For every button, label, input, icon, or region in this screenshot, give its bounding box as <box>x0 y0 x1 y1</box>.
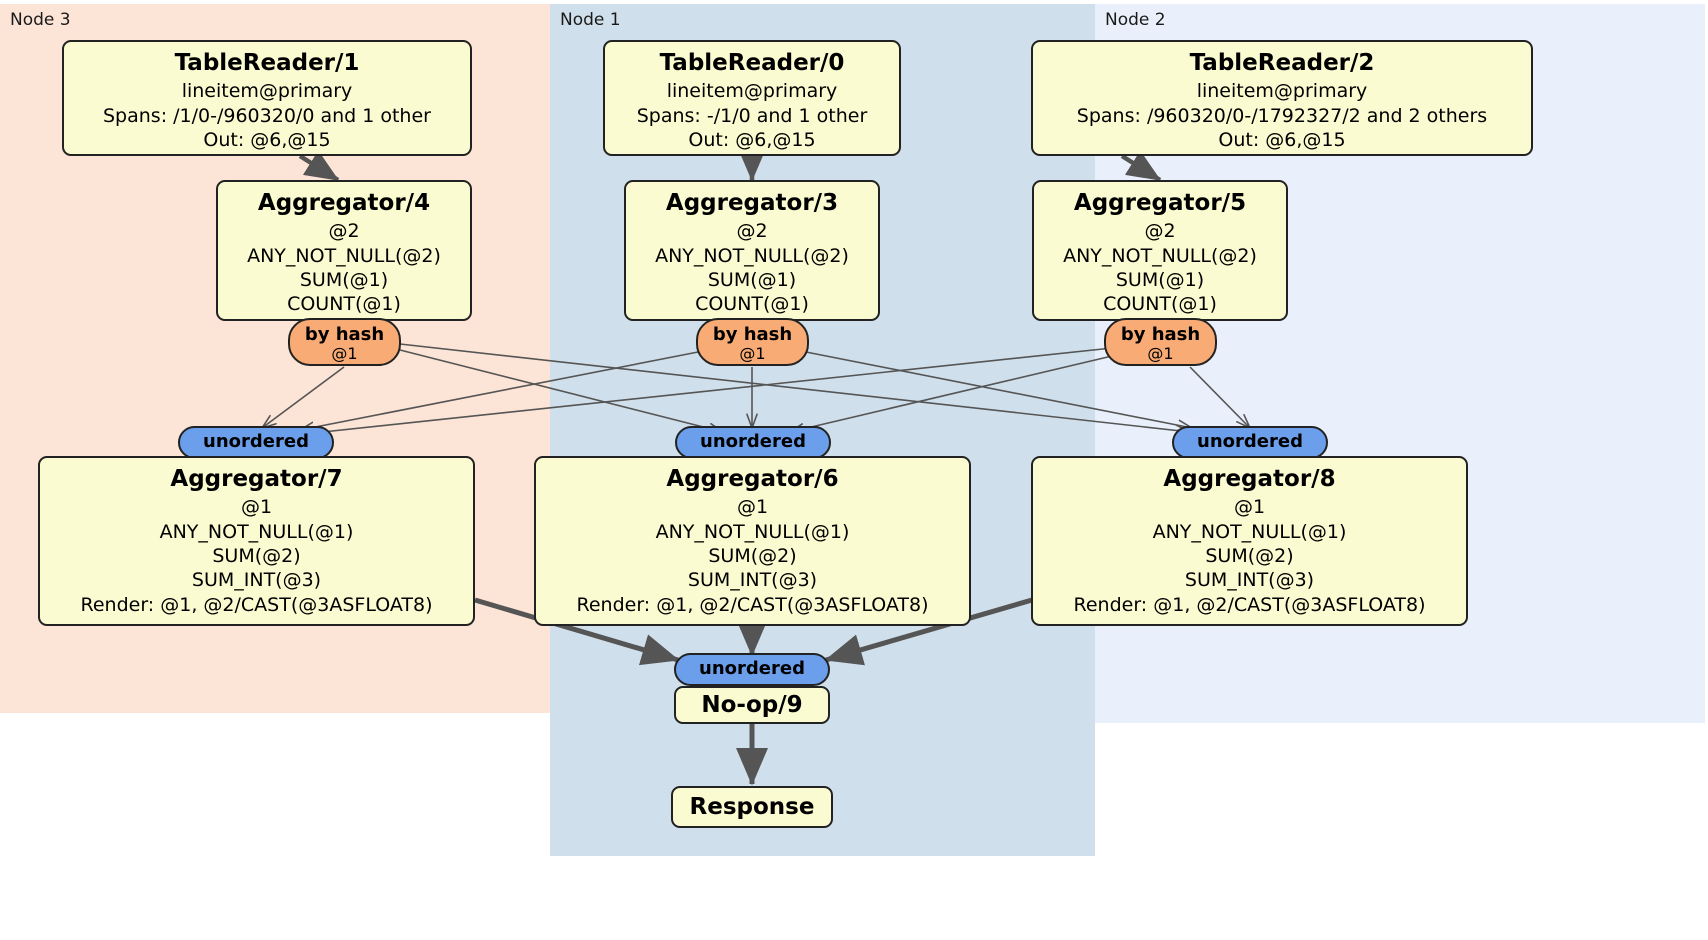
processor-line: Spans: /960320/0-/1792327/2 and 2 others <box>1076 104 1488 127</box>
processor-aggregator-3[interactable]: Aggregator/3 @2 ANY_NOT_NULL(@2) SUM(@1)… <box>624 180 880 321</box>
processor-line: COUNT(@1) <box>287 293 401 316</box>
router-column: @1 <box>1147 344 1174 364</box>
processor-line: ANY_NOT_NULL(@1) <box>1152 520 1347 543</box>
processor-line: @2 <box>1144 220 1176 243</box>
processor-line: Out: @6,@15 <box>1218 129 1346 152</box>
node-panel-label: Node 2 <box>1105 10 1166 30</box>
input-sync-unordered-left[interactable]: unordered <box>178 426 334 459</box>
processor-aggregator-4[interactable]: Aggregator/4 @2 ANY_NOT_NULL(@2) SUM(@1)… <box>216 180 472 321</box>
input-sync-unordered-right[interactable]: unordered <box>1172 426 1328 459</box>
processor-aggregator-7[interactable]: Aggregator/7 @1 ANY_NOT_NULL(@1) SUM(@2)… <box>38 456 475 626</box>
processor-line: SUM_INT(@3) <box>687 569 818 592</box>
processor-aggregator-6[interactable]: Aggregator/6 @1 ANY_NOT_NULL(@1) SUM(@2)… <box>534 456 971 626</box>
processor-line: ANY_NOT_NULL(@2) <box>655 244 849 267</box>
processor-line: lineitem@primary <box>1196 80 1368 103</box>
router-label: by hash <box>1120 324 1201 345</box>
processor-title: Aggregator/3 <box>665 190 839 216</box>
router-column: @1 <box>331 344 358 364</box>
processor-aggregator-8[interactable]: Aggregator/8 @1 ANY_NOT_NULL(@1) SUM(@2)… <box>1031 456 1468 626</box>
processor-no-op-9[interactable]: No-op/9 <box>674 686 830 724</box>
processor-line: Spans: /1/0-/960320/0 and 1 other <box>103 104 431 127</box>
processor-title: Aggregator/6 <box>666 466 839 492</box>
processor-line: @2 <box>328 220 360 243</box>
processor-title: Aggregator/4 <box>257 190 431 216</box>
processor-line: SUM(@2) <box>1205 545 1294 568</box>
processor-title: No-op/9 <box>701 692 803 718</box>
processor-line: lineitem@primary <box>666 80 838 103</box>
processor-line: lineitem@primary <box>181 80 353 103</box>
processor-line: COUNT(@1) <box>1103 293 1217 316</box>
processor-line: @1 <box>240 496 273 519</box>
sync-label: unordered <box>1197 431 1303 453</box>
processor-line: SUM(@1) <box>707 269 797 292</box>
processor-line: SUM(@2) <box>708 545 797 568</box>
input-sync-unordered-center[interactable]: unordered <box>675 426 831 459</box>
processor-title: TableReader/2 <box>1189 50 1375 76</box>
processor-line: Out: @6,@15 <box>688 129 816 152</box>
node-panel-label: Node 1 <box>560 10 621 30</box>
processor-line: ANY_NOT_NULL(@2) <box>247 244 441 267</box>
processor-line: ANY_NOT_NULL(@1) <box>159 520 354 543</box>
processor-line: Render: @1, @2/CAST(@3ASFLOAT8) <box>1073 593 1426 616</box>
processor-table-reader-2[interactable]: TableReader/2 lineitem@primary Spans: /9… <box>1031 40 1533 156</box>
processor-title: TableReader/1 <box>174 50 360 76</box>
processor-table-reader-1[interactable]: TableReader/1 lineitem@primary Spans: /1… <box>62 40 472 156</box>
processor-title: Aggregator/8 <box>1163 466 1336 492</box>
processor-line: ANY_NOT_NULL(@1) <box>655 520 850 543</box>
processor-line: Render: @1, @2/CAST(@3ASFLOAT8) <box>80 593 433 616</box>
processor-line: @1 <box>736 496 769 519</box>
processor-line: Render: @1, @2/CAST(@3ASFLOAT8) <box>576 593 929 616</box>
sync-label: unordered <box>203 431 309 453</box>
processor-line: Spans: -/1/0 and 1 other <box>636 104 868 127</box>
output-router-by-hash-center[interactable]: by hash @1 <box>696 318 809 366</box>
processor-line: COUNT(@1) <box>695 293 809 316</box>
processor-response[interactable]: Response <box>671 786 833 828</box>
node-panel-label: Node 3 <box>10 10 71 30</box>
processor-title: Aggregator/5 <box>1073 190 1247 216</box>
sync-label: unordered <box>700 431 806 453</box>
output-router-by-hash-left[interactable]: by hash @1 <box>288 318 401 366</box>
input-sync-unordered-final[interactable]: unordered <box>674 653 830 686</box>
processor-line: SUM(@2) <box>212 545 301 568</box>
router-label: by hash <box>712 324 793 345</box>
router-column: @1 <box>739 344 766 364</box>
sync-label: unordered <box>699 658 805 680</box>
processor-line: Out: @6,@15 <box>203 129 331 152</box>
processor-line: ANY_NOT_NULL(@2) <box>1063 244 1257 267</box>
processor-table-reader-0[interactable]: TableReader/0 lineitem@primary Spans: -/… <box>603 40 901 156</box>
processor-line: SUM_INT(@3) <box>191 569 322 592</box>
processor-line: SUM(@1) <box>299 269 389 292</box>
processor-line: SUM_INT(@3) <box>1184 569 1315 592</box>
processor-title: Aggregator/7 <box>170 466 343 492</box>
processor-line: @1 <box>1233 496 1266 519</box>
processor-line: @2 <box>736 220 768 243</box>
output-router-by-hash-right[interactable]: by hash @1 <box>1104 318 1217 366</box>
processor-line: SUM(@1) <box>1115 269 1205 292</box>
processor-title: TableReader/0 <box>659 50 845 76</box>
processor-title: Response <box>689 794 815 820</box>
router-label: by hash <box>304 324 385 345</box>
processor-aggregator-5[interactable]: Aggregator/5 @2 ANY_NOT_NULL(@2) SUM(@1)… <box>1032 180 1288 321</box>
